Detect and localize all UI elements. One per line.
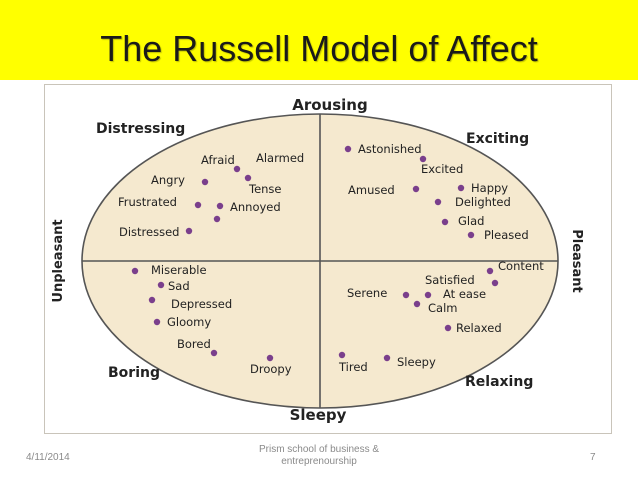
emotion-label-pleased: Pleased [484, 228, 529, 242]
emotion-dot-tired [338, 351, 346, 359]
emotion-dot-at-ease [424, 291, 432, 299]
circumplex-diagram: Arousing Sleepy Unpleasant Pleasant Dist… [51, 96, 584, 424]
quadrant-label-relaxing: Relaxing [465, 374, 533, 390]
emotion-label-excited: Excited [421, 162, 463, 176]
footer-organization: Prism school of business & entreprenours… [244, 444, 394, 468]
emotion-label-sad: Sad [168, 279, 190, 293]
emotion-label-relaxed: Relaxed [456, 321, 502, 335]
footer-organization-line-2: entreprenourship [281, 456, 357, 467]
emotion-label-afraid: Afraid [201, 153, 235, 167]
emotion-label-droopy: Droopy [250, 362, 292, 376]
emotion-label-happy: Happy [471, 181, 508, 195]
emotion-label-miserable: Miserable [151, 263, 207, 277]
axis-label-arousing: Arousing [292, 96, 367, 114]
axis-label-pleasant: Pleasant [569, 229, 584, 293]
emotion-label-calm: Calm [428, 301, 457, 315]
emotion-dot-miserable [131, 267, 139, 275]
emotion-label-at-ease: At ease [443, 287, 486, 301]
footer-page-number: 7 [590, 452, 596, 463]
emotion-dot-droopy [266, 354, 274, 362]
emotion-dot-relaxed [444, 324, 452, 332]
emotion-dot-astonished [344, 145, 352, 153]
emotion-label-delighted: Delighted [455, 195, 511, 209]
emotion-label-gloomy: Gloomy [167, 315, 211, 329]
footer-organization-line-1: Prism school of business & [258, 444, 380, 455]
emotion-dot-bored [210, 349, 218, 357]
slide-title: The Russell Model of Affect [100, 28, 538, 69]
emotion-label-glad: Glad [458, 214, 484, 228]
emotion-dot-glad [441, 218, 449, 226]
emotion-dot-afraid [233, 165, 241, 173]
emotion-dot-frustrated [194, 201, 202, 209]
emotion-dot-tense [216, 202, 224, 210]
emotion-dot-sleepy [383, 354, 391, 362]
emotion-label-sleepy: Sleepy [397, 355, 436, 369]
axis-label-sleepy: Sleepy [290, 406, 347, 424]
emotion-label-annoyed: Annoyed [230, 200, 281, 214]
emotion-label-serene: Serene [347, 286, 387, 300]
emotion-label-satisfied: Satisfied [425, 273, 475, 287]
emotion-dot-happy [457, 184, 465, 192]
emotion-label-depressed: Depressed [171, 297, 232, 311]
quadrant-label-exciting: Exciting [466, 131, 529, 147]
emotion-dot-gloomy [153, 318, 161, 326]
emotion-dot-satisfied [491, 279, 499, 287]
emotion-label-distressed: Distressed [119, 225, 179, 239]
emotion-dot-calm [413, 300, 421, 308]
footer-date: 4/11/2014 [26, 452, 70, 463]
axis-label-unpleasant: Unpleasant [51, 219, 66, 302]
emotion-label-bored: Bored [177, 337, 211, 351]
quadrant-label-boring: Boring [108, 365, 160, 381]
emotion-dot-depressed [148, 296, 156, 304]
emotion-label-tired: Tired [338, 360, 368, 374]
russell-model-figure: Arousing Sleepy Unpleasant Pleasant Dist… [44, 84, 612, 434]
emotion-label-amused: Amused [348, 183, 395, 197]
emotion-dot-excited [419, 155, 427, 163]
emotion-dot-angry [201, 178, 209, 186]
title-banner [0, 0, 638, 80]
emotion-label-alarmed: Alarmed [256, 151, 304, 165]
emotion-dot-alarmed [244, 174, 252, 182]
emotion-label-tense: Tense [248, 182, 282, 196]
emotion-label-astonished: Astonished [358, 142, 422, 156]
emotion-dot-distressed [185, 227, 193, 235]
emotion-dot-amused [412, 185, 420, 193]
emotion-label-frustrated: Frustrated [118, 195, 177, 209]
quadrant-label-distressing: Distressing [96, 121, 185, 137]
emotion-dot-annoyed [213, 215, 221, 223]
emotion-dot-pleased [467, 231, 475, 239]
emotion-label-angry: Angry [151, 173, 185, 187]
emotion-dot-delighted [434, 198, 442, 206]
emotion-label-content: Content [498, 259, 544, 273]
emotion-dot-serene [402, 291, 410, 299]
emotion-dot-content [486, 267, 494, 275]
emotion-dot-sad [157, 281, 165, 289]
